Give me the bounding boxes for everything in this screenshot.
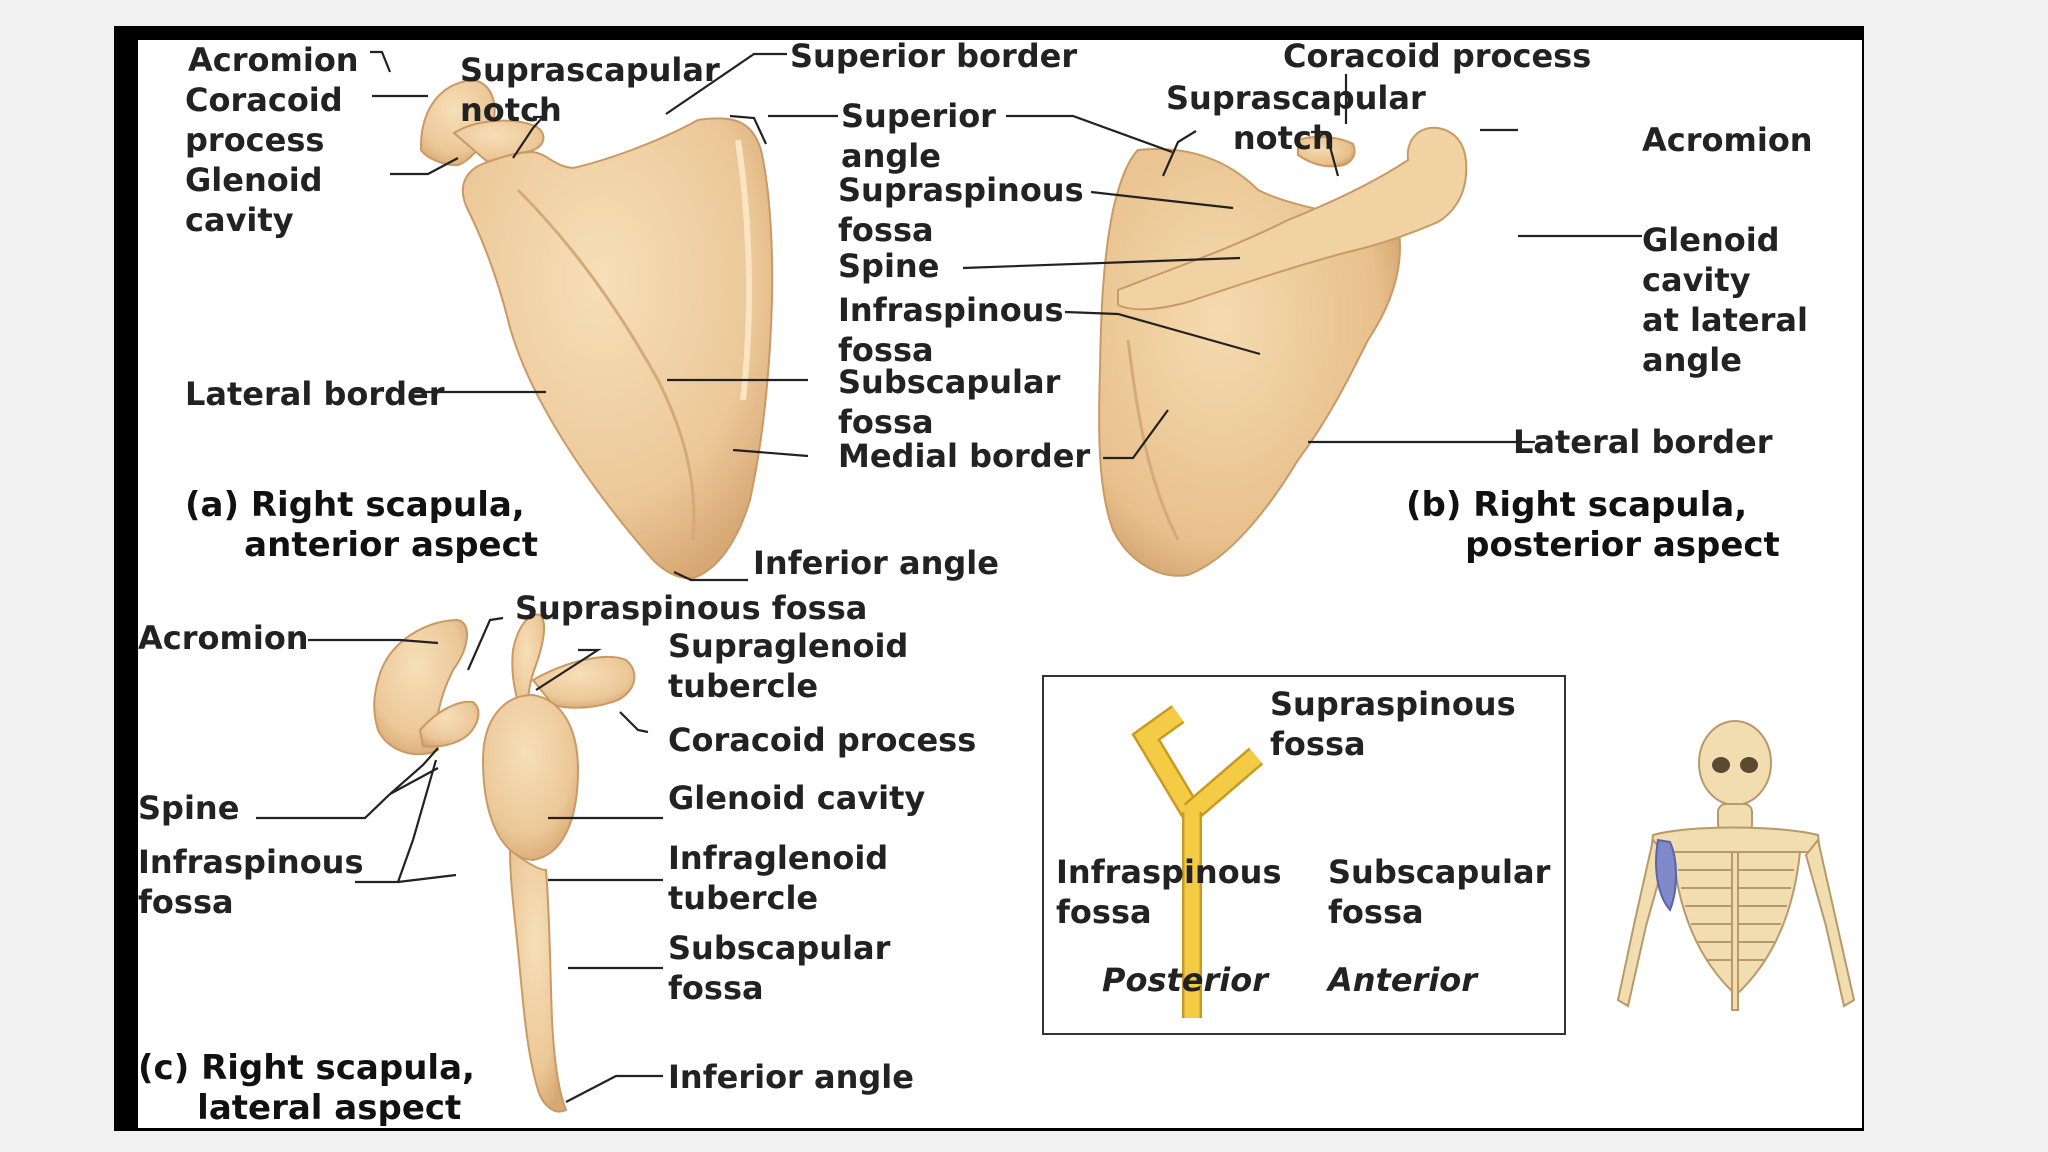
scapula-anterior-drawing xyxy=(419,78,774,580)
label-a-lateral-border: Lateral border xyxy=(185,375,445,413)
label-a-coracoid-process: Coracoid process xyxy=(185,81,343,159)
scapula-posterior-drawing xyxy=(1098,126,1468,577)
label-c-glenoid-cavity: Glenoid cavity xyxy=(668,779,926,817)
label-b-infraspinous-fossa: Infraspinous fossa xyxy=(838,291,1064,369)
label-a-suprascapular-notch: Suprascapular notch xyxy=(460,51,720,129)
label-c-supraspinous-fossa: Supraspinous fossa xyxy=(515,589,868,627)
label-a-superior-angle: Superior angle xyxy=(841,97,996,175)
label-a-inferior-angle: Inferior angle xyxy=(753,544,999,582)
label-c-coracoid-process: Coracoid process xyxy=(668,721,977,759)
label-a-acromion: Acromion xyxy=(188,41,359,79)
figure-panel: Acromion Coracoid process Glenoid cavity… xyxy=(138,40,1862,1128)
label-c-infraglenoid-tubercle: Infraglenoid tubercle xyxy=(668,839,889,917)
label-a-medial-border: Medial border xyxy=(838,437,1091,475)
cross-section-schematic xyxy=(1042,675,1566,1035)
label-c-infraspinous-fossa: Infraspinous fossa xyxy=(138,843,364,921)
label-schematic-posterior: Posterior xyxy=(1102,961,1268,999)
label-c-acromion: Acromion xyxy=(138,619,309,657)
label-c-spine: Spine xyxy=(138,789,240,827)
label-b-coracoid-process: Coracoid process xyxy=(1283,40,1592,75)
label-b-lateral-border: Lateral border xyxy=(1513,423,1773,461)
label-b-supraspinous-fossa: Supraspinous fossa xyxy=(838,171,1084,249)
label-a-subscapular-fossa: Subscapular fossa xyxy=(838,363,1061,441)
label-schematic-supraspinous: Supraspinous fossa xyxy=(1270,685,1516,763)
label-schematic-subscapular: Subscapular fossa xyxy=(1328,853,1551,931)
label-a-glenoid-cavity: Glenoid cavity xyxy=(185,161,323,239)
label-b-spine: Spine xyxy=(838,247,940,285)
label-a-superior-border: Superior border xyxy=(790,40,1078,75)
label-b-suprascapular-notch: Suprascapular notch xyxy=(1166,79,1426,157)
label-schematic-anterior: Anterior xyxy=(1328,961,1478,999)
caption-panel-a: (a) Right scapula, anterior aspect xyxy=(185,485,539,565)
caption-panel-b: (b) Right scapula, posterior aspect xyxy=(1406,485,1780,565)
label-c-subscapular-fossa: Subscapular fossa xyxy=(668,929,891,1007)
caption-panel-c: (c) Right scapula, lateral aspect xyxy=(138,1048,475,1128)
label-c-supraglenoid-tubercle: Supraglenoid tubercle xyxy=(668,627,909,705)
skeleton-thumbnail xyxy=(1616,720,1856,1011)
label-schematic-infraspinous: Infraspinous fossa xyxy=(1056,853,1282,931)
label-b-glenoid-cavity: Glenoid cavity at lateral angle xyxy=(1642,221,1808,379)
label-b-acromion: Acromion xyxy=(1642,121,1813,159)
label-c-inferior-angle: Inferior angle xyxy=(668,1058,914,1096)
scapula-illustrations xyxy=(256,50,1856,1113)
scapula-lateral-drawing xyxy=(373,613,636,1113)
